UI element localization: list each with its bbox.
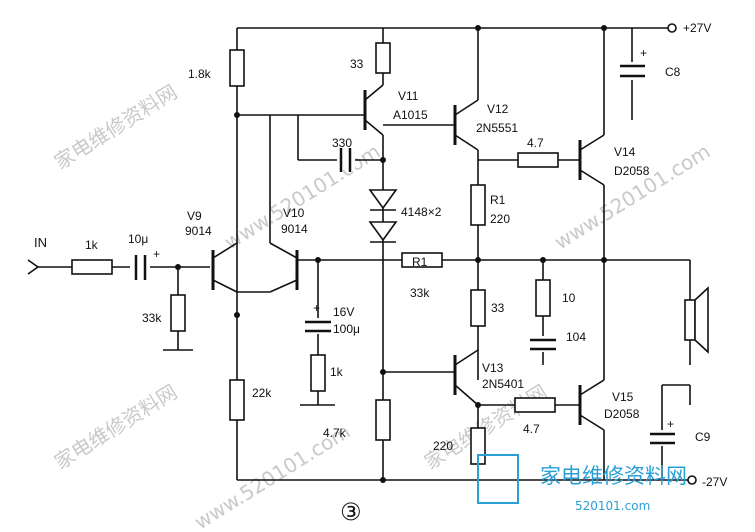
diodes (368, 189, 398, 243)
v13-label: V13 (482, 361, 504, 375)
site-logo: 家电维修资料网 520101.com (477, 454, 687, 513)
r-10-label: 10 (562, 291, 576, 305)
c-100u-label: 100μ (333, 322, 360, 336)
watermark-cn: 家电维修资料网 (50, 380, 181, 475)
diodes-label: 4148×2 (401, 205, 442, 219)
r-4-7-top-label: 4.7 (527, 136, 544, 150)
input-label: IN (34, 235, 47, 250)
logo-text: 家电维修资料网 (540, 464, 687, 488)
r-4-7k-label: 4.7k (323, 426, 347, 440)
r1-vertical-label: R1 (490, 193, 506, 207)
r-220-label: 220 (433, 439, 453, 453)
c-16v-label: 16V (333, 305, 354, 319)
logo-url: 520101.com (575, 499, 650, 513)
watermark-cn: 家电维修资料网 (50, 80, 181, 175)
r1-horizontal-value: 33k (410, 286, 430, 300)
v11-label: V11 (398, 89, 419, 103)
pos-voltage-label: +27V (683, 21, 711, 35)
r-4-7-bottom-label: 4.7 (523, 422, 540, 436)
figure-number: ③ (340, 498, 362, 526)
r-33-mid-label: 33 (491, 301, 505, 315)
r1-horizontal-label: R1 (412, 255, 428, 269)
watermark-url: www.520101.com (220, 139, 385, 254)
v9-part-label: 9014 (185, 224, 212, 238)
v12-label: V12 (487, 102, 509, 116)
c-input-label: 10μ (128, 232, 148, 246)
r-1k-bottom-label: 1k (330, 365, 344, 379)
r-33k-left-label: 33k (142, 311, 162, 325)
c9-plus: + (667, 417, 674, 431)
c-input-plus: + (153, 247, 160, 261)
c8-plus: + (640, 46, 647, 60)
c9-label: C9 (695, 430, 711, 444)
v14-part-label: D2058 (614, 164, 650, 178)
v10-label: V10 (283, 206, 305, 220)
v12-part-label: 2N5551 (476, 121, 518, 135)
r-33-top-label: 33 (350, 57, 364, 71)
neg-voltage-label: -27V (702, 475, 727, 489)
v15-part-label: D2058 (604, 407, 640, 421)
v13-part-label: 2N5401 (482, 377, 524, 391)
input-arrow-icon (27, 259, 39, 275)
r1-vertical-value: 220 (490, 212, 510, 226)
r-22k-label: 22k (252, 386, 272, 400)
v15-label: V15 (612, 390, 634, 404)
pos-terminal-icon (667, 23, 677, 33)
c-330-label: 330 (332, 136, 352, 150)
c8-label: C8 (665, 65, 681, 79)
speaker-icon (684, 286, 709, 354)
v10-part-label: 9014 (281, 222, 308, 236)
neg-terminal-icon (687, 475, 697, 485)
v14-label: V14 (614, 145, 636, 159)
v9-label: V9 (187, 209, 202, 223)
c-100u-plus: + (313, 301, 320, 315)
component-labels: IN +27V -27V 1.8k 33 V11 A1015 V12 2N555… (34, 21, 727, 526)
v11-part-label: A1015 (393, 108, 428, 122)
c-104-label: 104 (566, 330, 586, 344)
r-input-label: 1k (85, 238, 99, 252)
junction-dots (175, 25, 607, 483)
r-1k8-label: 1.8k (188, 67, 212, 81)
capacitors (130, 62, 676, 446)
